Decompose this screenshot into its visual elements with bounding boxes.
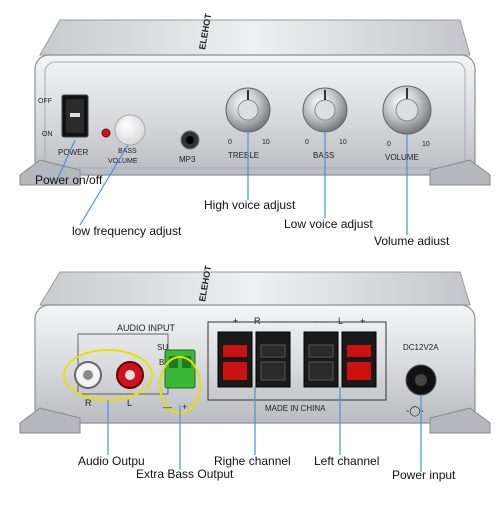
mp3-label: MP3 xyxy=(179,155,196,164)
callout-power-input: Power input xyxy=(392,468,456,482)
bass-label-line1: BASS xyxy=(118,148,137,155)
callout-high-voice: High voice adjust xyxy=(204,198,296,212)
rca-r-label: R xyxy=(85,398,92,408)
callout-audio-output: Audio Outpu xyxy=(78,454,145,468)
front-callout-lines xyxy=(57,132,408,235)
bass-min: 0 xyxy=(305,139,309,146)
spk-top-4: — xyxy=(314,316,323,326)
treble-label: TREBLE xyxy=(228,151,259,160)
callout-volume: Volume adiust xyxy=(374,234,450,248)
volume-max: 10 xyxy=(422,141,430,148)
front-unit: ELEHOT OFF ON POWER BASS VOLUME MP3 0 10… xyxy=(19,12,491,235)
bass-volume-knob[interactable] xyxy=(114,114,146,146)
left-channel-terminals xyxy=(303,331,377,388)
power-label: POWER xyxy=(58,148,88,157)
rear-unit: ELEHOT AUDIO INPUT R L SU B — + + R — — … xyxy=(19,264,491,472)
made-in-label: MADE IN CHINA xyxy=(265,404,326,413)
spk-top-2: R xyxy=(254,316,261,326)
rear-callout-lines xyxy=(107,387,422,472)
dc-label: DC12V2A xyxy=(403,343,439,352)
callout-low-voice: Low voice adjust xyxy=(284,217,373,231)
bass-max: 10 xyxy=(339,139,347,146)
spk-top-1: + xyxy=(233,316,238,326)
spk-top-3: — xyxy=(278,316,287,326)
dc-polarity-icon: -◯- xyxy=(406,406,424,417)
bass-minus: — xyxy=(163,402,172,412)
switch-on-label: ON xyxy=(42,131,53,138)
callout-right-channel: Righe channel xyxy=(214,454,291,468)
callout-left-channel: Left channel xyxy=(314,454,380,468)
bass-knob-label: BASS xyxy=(313,151,334,160)
bass-knob-group: 0 10 BASS xyxy=(302,87,348,160)
sub-label: SU xyxy=(157,343,168,352)
audio-input-label: AUDIO INPUT xyxy=(117,323,176,333)
power-led xyxy=(101,128,111,138)
treble-knob-group: 0 10 TREBLE xyxy=(225,87,271,160)
callout-low-frequency: low frequency adjust xyxy=(72,224,182,238)
right-channel-terminals xyxy=(217,331,291,388)
rca-l-label: L xyxy=(127,398,132,408)
sub-label-b: B xyxy=(159,358,164,367)
extra-bass-terminal[interactable] xyxy=(164,349,196,389)
bass-label-line2: VOLUME xyxy=(108,158,138,165)
bass-plus: + xyxy=(182,402,187,412)
treble-max: 10 xyxy=(262,139,270,146)
switch-off-label: OFF xyxy=(38,98,52,105)
spk-top-5: L xyxy=(338,316,343,326)
volume-min: 0 xyxy=(387,141,391,148)
spk-top-6: + xyxy=(360,316,365,326)
callout-extra-bass: Extra Bass Output xyxy=(136,467,234,481)
callout-power-onoff: Power on/off xyxy=(35,173,103,187)
treble-min: 0 xyxy=(228,139,232,146)
volume-label: VOLUME xyxy=(385,153,419,162)
